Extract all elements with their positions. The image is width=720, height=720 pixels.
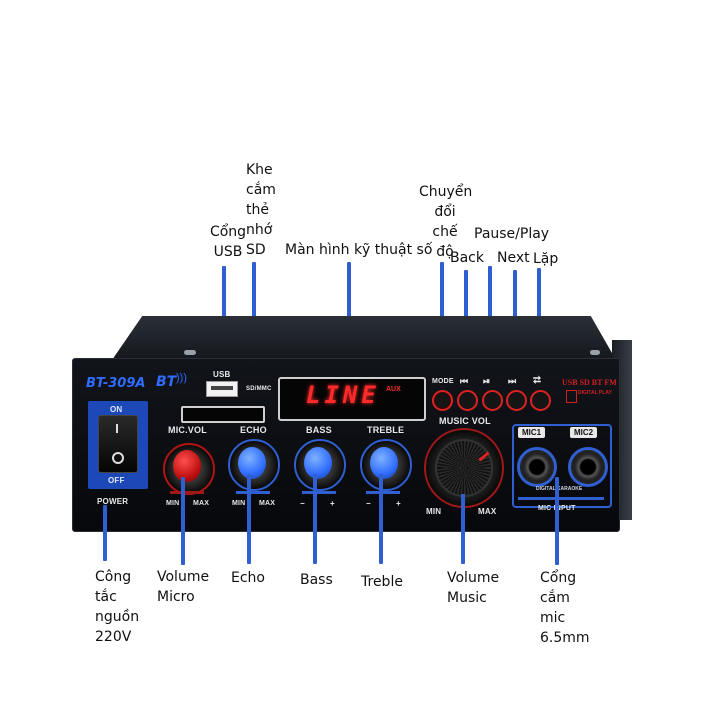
power-switch-i-mark [116, 424, 118, 433]
echo-scale [236, 491, 270, 494]
power-switch[interactable] [98, 415, 138, 473]
mic-input-bar [518, 497, 604, 500]
next-icon: ⏭ [508, 376, 517, 386]
usb-port-tongue [211, 386, 233, 390]
callout-repeat: Lặp [533, 251, 559, 267]
pointer-mic-jack [555, 477, 559, 565]
treble-plus-label: + [396, 499, 401, 508]
bass-knob[interactable] [304, 447, 332, 479]
bass-scale [302, 491, 336, 494]
echo-knob[interactable] [238, 447, 266, 479]
brand-line: USB SD BT FM [562, 378, 617, 387]
screw [184, 350, 196, 355]
model-name: BT-309A [86, 376, 146, 391]
treble-minus-label: − [366, 499, 371, 508]
callout-power-switch: Công tắc nguồn 220V [95, 569, 140, 645]
led-display [278, 377, 426, 421]
treble-label: TREBLE [367, 425, 405, 435]
pointer-bass [313, 474, 317, 564]
music-vol-label: MUSIC VOL [439, 416, 491, 426]
bass-plus-label: + [330, 499, 335, 508]
usb-port-label: USB [213, 370, 231, 379]
mic1-label: MIC1 [518, 427, 546, 438]
repeat-button[interactable] [530, 390, 551, 411]
chassis-top [112, 316, 616, 360]
back-button[interactable] [457, 390, 478, 411]
mic-vol-label: MIC.VOL [168, 425, 207, 435]
power-on-label: ON [110, 405, 123, 414]
callout-echo: Echo [231, 570, 265, 586]
callout-sd-slot: Khe cắm thẻ nhớ SD [246, 162, 276, 258]
bt-logo: BT [156, 374, 177, 390]
echo-label: ECHO [240, 425, 267, 435]
treble-knob[interactable] [370, 447, 398, 479]
digital-karaoke-label: DIGITAL KARAOKE [536, 486, 583, 492]
display-text: LINE [306, 381, 380, 409]
repeat-icon: ⮂ [533, 375, 542, 386]
pointer-mic-volume [181, 477, 185, 565]
music-min-label: MIN [426, 507, 442, 516]
callout-next: Next [497, 250, 530, 266]
wireless-icon: ))) [176, 372, 187, 384]
mode-label: MODE [432, 378, 454, 385]
echo-min-label: MIN [232, 500, 246, 507]
music-volume-knob[interactable] [435, 439, 493, 497]
callout-usb: Cổng USB [209, 224, 247, 260]
mic-volume-scale [170, 491, 204, 494]
pointer-echo [247, 474, 251, 564]
pointer-treble [379, 474, 383, 564]
play-pause-icon: ⏯ [483, 376, 491, 386]
callout-treble: Treble [361, 574, 403, 590]
digital-play-label: DIGITAL PLAY [578, 390, 612, 396]
sd-slot-label: SD/MMC [246, 386, 272, 392]
mic1-jack[interactable] [517, 447, 557, 487]
pointer-play [488, 266, 492, 364]
sd-card-slot[interactable] [181, 406, 265, 423]
next-button[interactable] [506, 390, 527, 411]
pointer-music-volume [461, 494, 465, 564]
bass-label: BASS [306, 425, 332, 435]
echo-max-label: MAX [259, 500, 276, 507]
mic2-label: MIC2 [570, 427, 598, 438]
pointer-power [103, 505, 107, 561]
music-max-label: MAX [478, 507, 497, 516]
screw [590, 350, 600, 355]
callout-mic-jack: Cổng cắm mic 6.5mm [540, 570, 590, 646]
usb-port[interactable] [206, 381, 238, 397]
bass-minus-label: − [300, 499, 305, 508]
prev-icon: ⏮ [460, 376, 469, 386]
pointer-mode [440, 262, 444, 364]
mic-max-label: MAX [193, 500, 210, 507]
callout-pause-play: Pause/Play [474, 226, 550, 242]
callout-music-volume: Volume Music [447, 570, 500, 606]
mic-volume-knob[interactable] [173, 450, 201, 482]
play-pause-button[interactable] [482, 390, 503, 411]
callout-bass: Bass [300, 572, 333, 588]
mode-button[interactable] [432, 390, 453, 411]
callout-mode: Chuyển đổi chế độ [419, 184, 473, 260]
power-switch-o-mark [112, 452, 124, 464]
power-off-label: OFF [108, 476, 125, 485]
callout-mic-volume: Volume Micro [157, 569, 210, 605]
treble-scale [366, 491, 400, 494]
power-label: POWER [97, 497, 129, 506]
display-sub-text: AUX [386, 386, 401, 393]
callout-display: Màn hình kỹ thuật số [285, 242, 433, 258]
mic-input-frame [512, 424, 612, 508]
callout-back: Back [450, 250, 484, 266]
mic-min-label: MIN [166, 500, 180, 507]
mic2-jack[interactable] [568, 447, 608, 487]
sd-card-icon [566, 390, 577, 403]
